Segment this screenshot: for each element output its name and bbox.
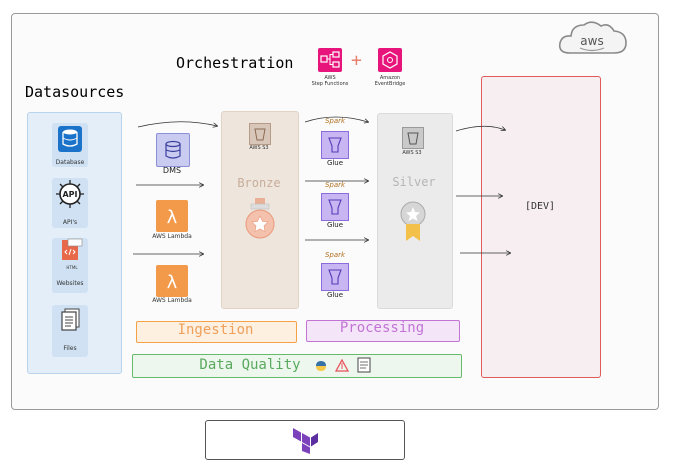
silver-medal-icon bbox=[400, 199, 426, 249]
lambda-label-2: AWS Lambda bbox=[152, 297, 192, 304]
glue-icon bbox=[321, 193, 349, 221]
data-quality-title: Data Quality bbox=[199, 357, 301, 373]
report-icon bbox=[357, 357, 371, 377]
bronze-title: Bronze bbox=[237, 176, 281, 190]
processing-band bbox=[306, 320, 460, 342]
websites-label: Websites bbox=[56, 280, 84, 287]
spark-badge-1: Spark bbox=[324, 117, 346, 125]
step-functions-label: AWS Step Functions bbox=[311, 75, 349, 87]
files-icon bbox=[60, 308, 82, 338]
glue-icon bbox=[321, 263, 349, 291]
processing-title: Processing bbox=[339, 320, 425, 336]
svg-text:λ: λ bbox=[167, 272, 178, 293]
ingestion-band bbox=[136, 321, 297, 343]
bronze-medal-icon bbox=[243, 196, 277, 246]
eventbridge-icon bbox=[378, 48, 402, 72]
dms-label: DMS bbox=[162, 166, 182, 175]
s3-silver-icon bbox=[402, 127, 424, 149]
terraform-icon bbox=[290, 424, 320, 458]
website-caption: HTML bbox=[66, 265, 78, 270]
s3-silver-label: AWS S3 bbox=[402, 150, 422, 156]
eventbridge-label: Amazon EventBridge bbox=[374, 75, 406, 87]
api-label: API's bbox=[62, 219, 78, 226]
svg-text:λ: λ bbox=[167, 207, 178, 228]
python-icon bbox=[314, 358, 328, 377]
glue-label-2: Glue bbox=[326, 221, 344, 229]
website-icon bbox=[60, 238, 84, 268]
dev-label: [DEV] bbox=[524, 201, 556, 212]
plus-sign: + bbox=[351, 50, 362, 71]
datasources-title: Datasources bbox=[25, 83, 125, 101]
aws-cloud-icon: aws bbox=[556, 17, 632, 59]
glue-label-3: Glue bbox=[326, 291, 344, 299]
s3-bronze-label: AWS S3 bbox=[249, 145, 269, 151]
database-icon bbox=[56, 124, 84, 158]
svg-text:API: API bbox=[62, 190, 77, 199]
lambda-label-1: AWS Lambda bbox=[152, 233, 192, 240]
files-label: Files bbox=[63, 345, 77, 352]
ingestion-title: Ingestion bbox=[177, 322, 254, 338]
database-label: Database bbox=[55, 159, 85, 166]
lambda-icon: λ bbox=[156, 265, 188, 297]
lambda-icon: λ bbox=[156, 200, 188, 232]
spark-badge-3: Spark bbox=[324, 251, 346, 259]
api-icon: API bbox=[54, 178, 86, 214]
glue-icon bbox=[321, 131, 349, 159]
dms-icon bbox=[156, 133, 190, 167]
silver-title: Silver bbox=[392, 175, 436, 189]
glue-label-1: Glue bbox=[326, 159, 344, 167]
spark-badge-2: Spark bbox=[324, 181, 346, 189]
s3-bronze-icon bbox=[249, 123, 271, 145]
step-functions-icon bbox=[318, 48, 342, 72]
aws-logo-text: aws bbox=[580, 34, 603, 48]
great-expectations-icon bbox=[334, 358, 350, 377]
data-quality-band bbox=[132, 354, 462, 378]
orchestration-title: Orchestration bbox=[176, 54, 294, 72]
